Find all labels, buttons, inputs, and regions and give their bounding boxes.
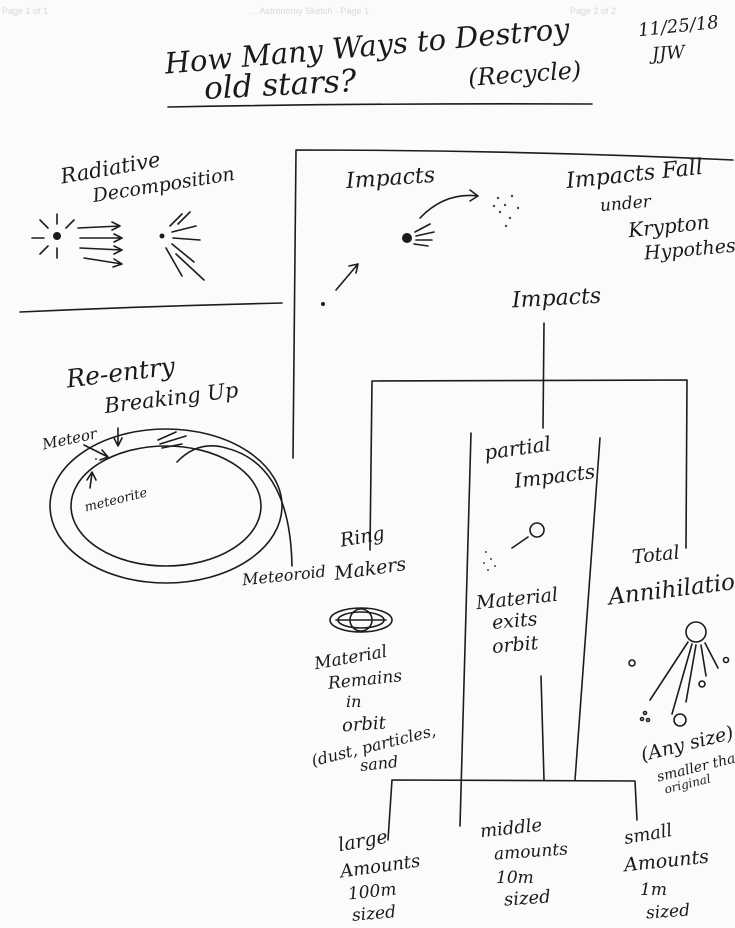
partial-desc-line-2: exits [491,610,538,633]
initials: JJW [651,44,685,64]
ring-desc-line-3: in [346,694,361,710]
large-line-3: 100m [347,882,397,904]
large-line-4: sized [351,904,396,925]
ring-maker-drawing [330,608,392,632]
radiative-decomposition-drawing [32,212,204,280]
ring-desc-line-6: sand [359,754,399,774]
partial-desc-line-3: orbit [491,634,539,657]
impacts-note-line-2: under [599,194,651,215]
tree-root-impacts: Impacts [511,286,601,313]
partial-impact-drawing [483,523,544,571]
ring-desc-line-4: orbit [341,714,386,735]
total-annihilation-line-1: Total [631,544,680,568]
radiative-separator [20,303,282,312]
small-line-3: 1m [640,882,667,899]
middle-line-3: 10m [496,870,534,887]
small-line-4: sized [645,902,690,922]
middle-line-4: sized [503,888,551,909]
title-line-2: old stars? [203,66,357,105]
title-recycle: (Recycle) [467,58,582,90]
total-annihilation-drawing [629,622,729,726]
impact-drawing [321,190,519,306]
